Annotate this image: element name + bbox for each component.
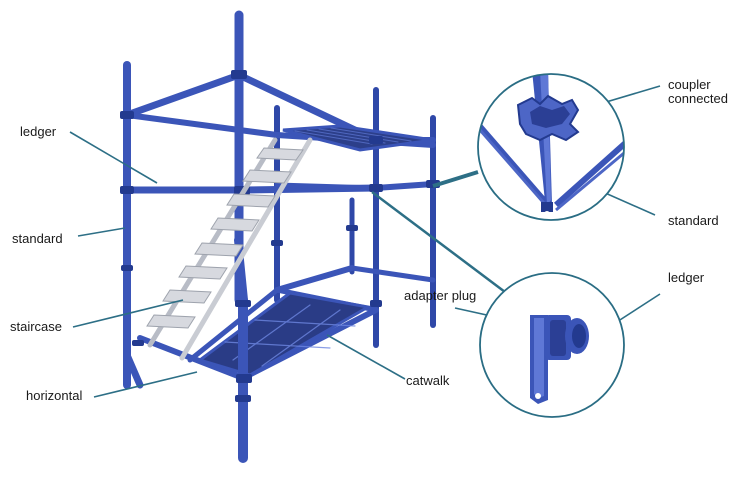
label-catwalk: catwalk [406,373,450,388]
staircase-part [146,137,313,361]
label-standard-right: standard [668,213,719,228]
label-ledger-left: ledger [20,124,57,139]
label-coupler: coupler [668,77,711,92]
scaffold-frame [120,10,440,463]
adapter-detail-callout [479,272,625,418]
label-horizontal: horizontal [26,388,83,403]
coupler-detail-callout [477,73,625,221]
label-adapter-plug: adapter plug [404,288,477,303]
label-staircase: staircase [10,319,63,334]
label-standard-left: standard [12,231,63,246]
label-ledger-right: ledger [668,270,705,285]
label-connected: connected [668,91,728,106]
